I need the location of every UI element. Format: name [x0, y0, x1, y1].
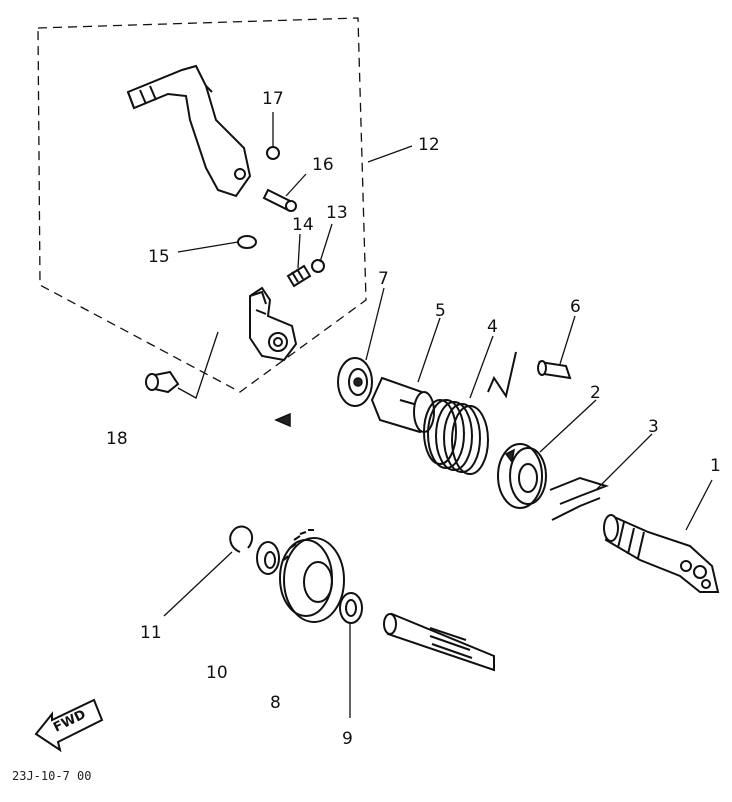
part-18-bolt [145, 370, 180, 394]
part-8-kick-gear [279, 529, 345, 623]
callout-18: 18 [106, 429, 128, 449]
part-16-pin [262, 188, 297, 212]
callout-12: 12 [418, 135, 440, 155]
part-10-washer [256, 541, 280, 575]
arrow-mark [274, 412, 291, 428]
part-11-circlip [229, 525, 254, 553]
callout-17: 17 [262, 89, 284, 109]
callout-2: 2 [590, 383, 601, 403]
callout-14: 14 [292, 215, 314, 235]
part-13-ball [311, 259, 325, 273]
fwd-arrow: FWD [34, 698, 104, 753]
callout-7: 7 [378, 269, 389, 289]
callout-11: 11 [140, 623, 162, 643]
part-6-stopper [537, 360, 572, 380]
part-2-ratchet [497, 443, 547, 509]
kick-crank-arm [126, 64, 252, 198]
callout-15: 15 [148, 247, 170, 267]
assembly-boundary [37, 17, 367, 393]
callout-6: 6 [570, 297, 581, 317]
part-4-spring [423, 351, 517, 475]
part-1-kick-axle [603, 514, 720, 593]
splined-shaft [383, 612, 495, 672]
callout-16: 16 [312, 155, 334, 175]
leader-18 [177, 331, 219, 399]
kick-boss [249, 286, 298, 362]
part-3-clip [549, 476, 610, 521]
part-7-bearing [337, 357, 373, 407]
callout-3: 3 [648, 417, 659, 437]
callout-9: 9 [342, 729, 353, 749]
callout-13: 13 [326, 203, 348, 223]
callout-1: 1 [710, 456, 721, 476]
callout-4: 4 [487, 317, 498, 337]
callout-5: 5 [435, 301, 446, 321]
leader-lines [163, 112, 713, 718]
callout-8: 8 [270, 693, 281, 713]
part-9-washer [339, 592, 363, 624]
callout-10: 10 [206, 663, 228, 683]
part-15-ball [237, 235, 257, 249]
figure-code: 23J-10-7 00 [12, 769, 91, 783]
part-17-ball [266, 146, 280, 160]
part-14-spring [286, 264, 312, 288]
